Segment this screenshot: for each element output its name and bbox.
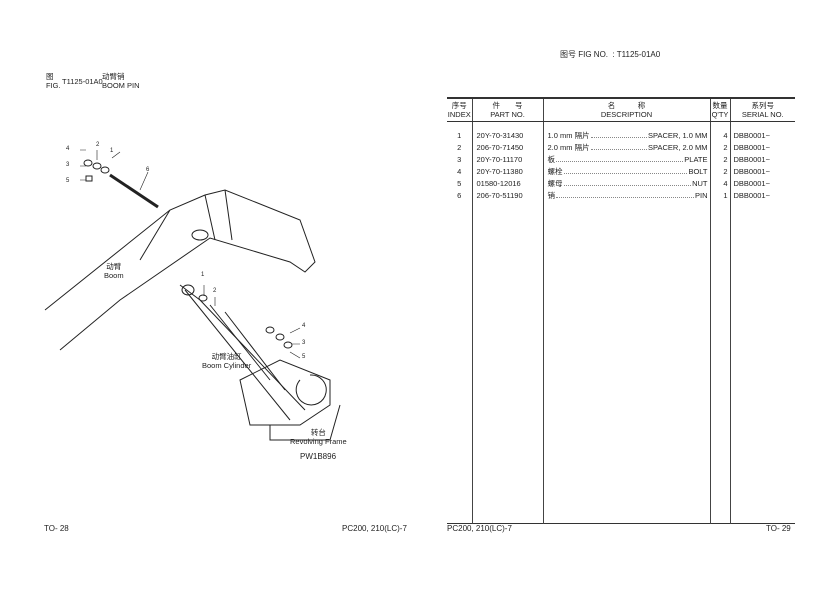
row-desc-en: PLATE xyxy=(684,155,708,164)
row-desc-cn: 1.0 mm 隔片 xyxy=(547,131,590,140)
row-index: 2 xyxy=(457,143,462,152)
fig-no-sep: : xyxy=(612,50,615,59)
row-index: 6 xyxy=(457,191,462,200)
footer-left-model: PC200, 210(LC)-7 xyxy=(342,524,407,533)
row-serial: DBB0001~ xyxy=(733,191,771,200)
cylinder-label-cn: 动臂油缸 xyxy=(211,352,242,361)
boom-label-en: Boom xyxy=(104,271,124,280)
frame-label: 转台 Revolving Frame xyxy=(290,428,347,446)
row-serial: DBB0001~ xyxy=(733,131,771,140)
row-serial: DBB0001~ xyxy=(733,179,771,188)
table-row: 1 20Y-70-31430 1.0 mm 隔片 SPACER, 1.0 MM 4 DBB… xyxy=(447,121,795,142)
footer-left-page: TO- 28 xyxy=(44,524,69,533)
callout-3: 3 xyxy=(66,162,70,168)
drawing-number: PW1B896 xyxy=(300,452,337,461)
row-serial: DBB0001~ xyxy=(733,155,771,164)
frame-label-en: Revolving Frame xyxy=(290,437,347,446)
table-row: 2 206-70-71450 2.0 mm 隔片 SPACER, 2.0 MM 2 DBB… xyxy=(447,142,795,154)
row-index: 4 xyxy=(457,167,462,176)
row-index: 1 xyxy=(457,131,462,140)
fig-no-value: T1125-01A0 xyxy=(616,50,661,59)
row-desc-en: SPACER, 1.0 MM xyxy=(648,131,708,140)
row-serial: DBB0001~ xyxy=(733,143,771,152)
pin-part xyxy=(109,173,159,209)
table-row: 5 01580-12016 螺母 NUT 4 DBB0001~ xyxy=(447,178,795,190)
row-desc-cn: 销 xyxy=(547,191,556,200)
row-qty: 2 xyxy=(723,167,728,176)
fig-label: FIG. xyxy=(46,81,61,90)
footer-right-model: PC200, 210(LC)-7 xyxy=(447,524,512,533)
table-row: 6 206-70-51190 销 PIN 1 DBB0001~ xyxy=(447,190,795,202)
row-desc-en: BOLT xyxy=(688,167,708,176)
row-qty: 1 xyxy=(723,191,728,200)
callout-5: 5 xyxy=(66,178,70,184)
boom-label-cn: 动臂 xyxy=(106,262,122,271)
boom-outline xyxy=(44,189,316,351)
revolving-frame-outline xyxy=(239,359,331,426)
fig-number: T1125-01A0 xyxy=(62,77,103,86)
table-row: 4 20Y-70-11380 螺栓 BOLT 2 DBB0001~ xyxy=(447,166,795,178)
callout-1: 1 xyxy=(110,148,114,154)
boom-label: 动臂 Boom xyxy=(104,262,124,280)
row-qty: 2 xyxy=(723,155,728,164)
row-desc-en: SPACER, 2.0 MM xyxy=(648,143,708,152)
row-index: 5 xyxy=(457,179,462,188)
row-part-no: 01580-12016 xyxy=(476,179,521,188)
row-desc-cn: 螺栓 xyxy=(547,167,563,176)
fig-no-label: FIG NO. xyxy=(578,50,609,59)
row-desc-en: PIN xyxy=(694,191,708,200)
row-part-no: 20Y-70-11170 xyxy=(476,155,523,164)
row-index: 3 xyxy=(457,155,462,164)
cylinder-label: 动臂油缸 Boom Cylinder xyxy=(202,352,251,370)
fig-title-cn: 动臂销 xyxy=(102,72,125,81)
frame-label-cn: 转台 xyxy=(310,428,326,437)
row-desc-cn: 2.0 mm 隔片 xyxy=(547,143,590,152)
fig-no-label-cn: 图号 xyxy=(560,50,576,59)
cylinder-body xyxy=(184,289,306,421)
row-part-no: 20Y-70-31430 xyxy=(476,131,524,140)
callout-2: 2 xyxy=(96,142,100,148)
row-qty: 4 xyxy=(723,179,728,188)
callout-4: 4 xyxy=(66,146,70,152)
row-desc-cn: 螺母 xyxy=(547,179,563,188)
row-desc-en: NUT xyxy=(692,179,708,188)
row-serial: DBB0001~ xyxy=(733,167,771,176)
row-qty: 4 xyxy=(723,131,728,140)
cylinder-label-en: Boom Cylinder xyxy=(202,361,252,370)
callout-6: 6 xyxy=(146,167,150,173)
fig-no-header: 图号 FIG NO. : T1125-01A0 xyxy=(560,50,660,60)
row-desc-cn: 板 xyxy=(547,155,556,164)
boom-pin-drawing xyxy=(44,149,341,441)
boom-pin-boss xyxy=(191,229,209,241)
row-part-no: 206-70-71450 xyxy=(476,143,524,152)
footer-right-page: TO- 29 xyxy=(766,524,791,533)
row-part-no: 206-70-51190 xyxy=(476,191,523,200)
fig-label-cn: 图 xyxy=(46,72,54,81)
table-row: 3 20Y-70-11170 板 PLATE 2 DBB0001~ xyxy=(447,154,795,166)
fig-title: BOOM PIN xyxy=(102,81,140,90)
row-part-no: 20Y-70-11380 xyxy=(476,167,523,176)
row-qty: 2 xyxy=(723,143,728,152)
